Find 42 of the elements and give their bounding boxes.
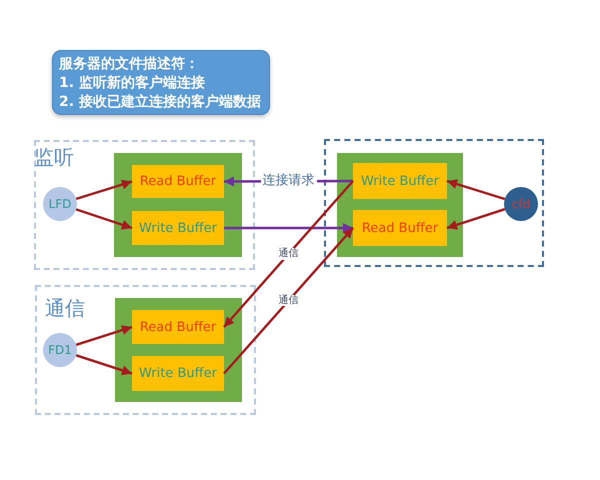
arrow [76, 354, 132, 376]
dashed-group-frame [323, 138, 545, 268]
arrow [446, 179, 506, 200]
descriptor-circle [43, 187, 77, 221]
arrow [223, 227, 354, 374]
edge-label: 连接请求 [260, 174, 316, 189]
arrow [446, 208, 506, 230]
descriptor-circle [504, 187, 538, 221]
descriptor-label: FD1 [48, 343, 72, 357]
descriptor-circle [43, 333, 77, 367]
buffer-panel [115, 298, 242, 402]
arrow [76, 325, 132, 346]
buffer-block [353, 163, 447, 199]
buffer-label: Write Buffer [139, 220, 217, 236]
buffer-block [353, 210, 447, 246]
group-heading: 通信 [45, 297, 85, 319]
callout-list-item: 1. 监听新的客户端连接 [59, 74, 206, 93]
buffer-label: Read Buffer [140, 174, 216, 189]
dashed-group-frame [34, 140, 255, 270]
descriptor-label: cfd [512, 197, 530, 211]
buffer-label: Write Buffer [361, 174, 439, 188]
descriptor-label: LFD [48, 197, 72, 211]
buffer-block [132, 211, 224, 245]
buffer-panel [114, 153, 242, 257]
arrow [76, 180, 132, 200]
buffer-label: Read Buffer [140, 320, 216, 334]
group-heading: 监听 [34, 146, 74, 168]
arrow [223, 180, 354, 328]
callout-heading: 服务器的文件描述符： [59, 55, 200, 74]
dashed-group-frame [35, 285, 256, 415]
arrow [76, 208, 132, 230]
buffer-label: Write Buffer [139, 366, 217, 381]
arrow [224, 223, 353, 233]
note-callout [52, 50, 270, 115]
buffer-label: Read Buffer [362, 220, 438, 236]
buffer-block [132, 356, 224, 391]
buffer-panel [337, 153, 463, 257]
edge-label: 通信 [276, 248, 300, 260]
buffer-block [132, 165, 224, 198]
buffer-block [132, 310, 224, 344]
edge-label: 通信 [276, 294, 300, 306]
callout-list-item: 2. 接收已建立连接的客户端数据 [59, 93, 262, 112]
